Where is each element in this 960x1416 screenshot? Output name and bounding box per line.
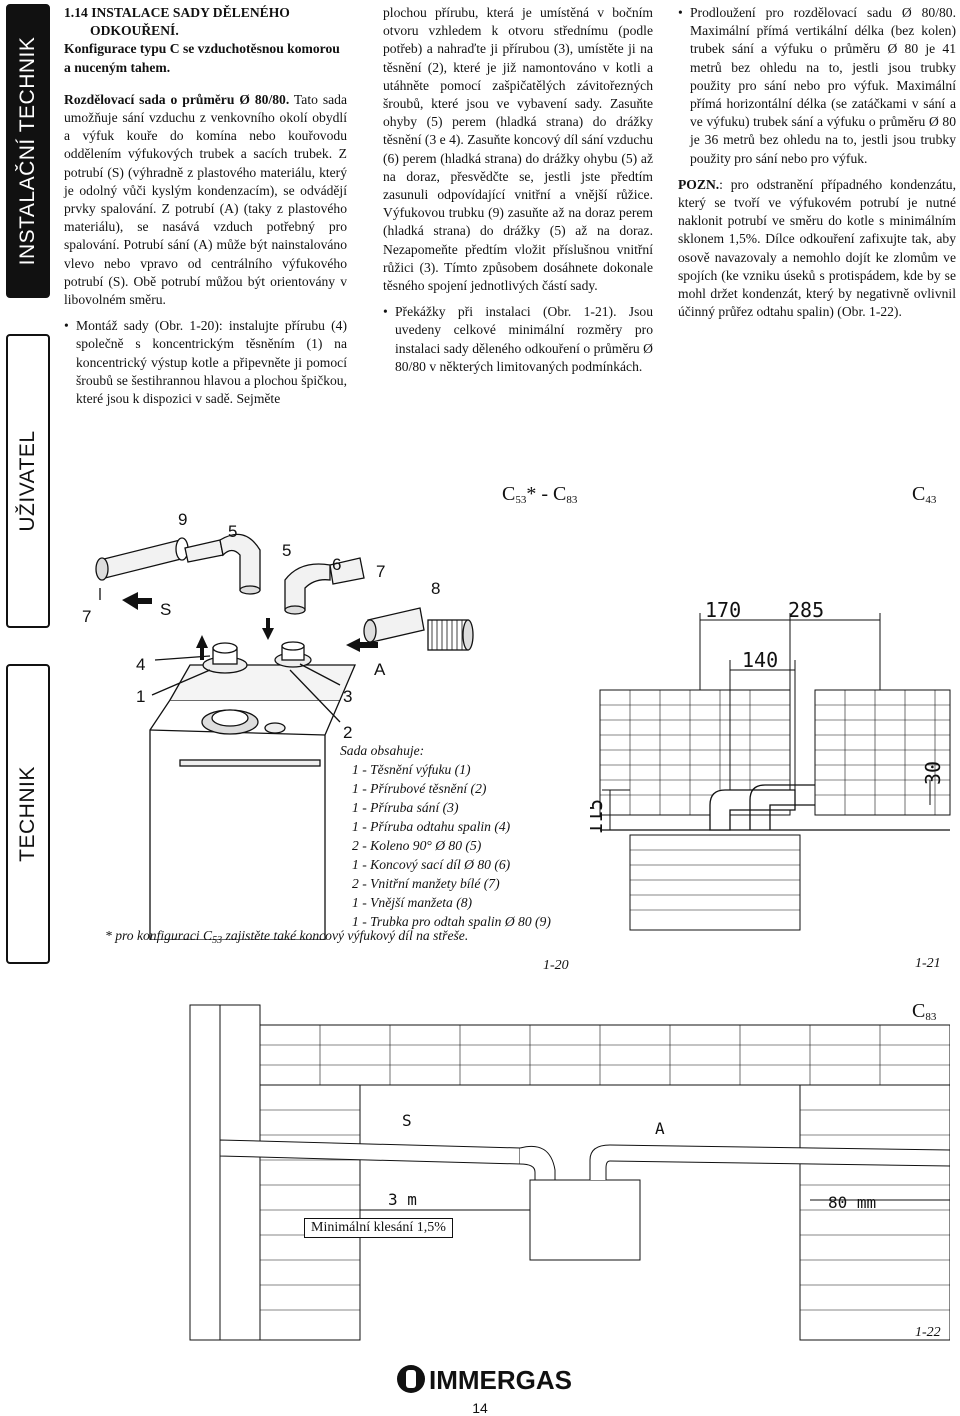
letter-s: S [160, 600, 171, 619]
kit-item: 1 - Přírubové těsnění (2) [352, 781, 487, 796]
part-number: 7 [82, 607, 91, 626]
logo-mark-icon: IMMERGAS [397, 1365, 572, 1395]
config-letter: C [502, 483, 516, 505]
part-number: 2 [343, 723, 352, 742]
kit-item: 1 - Těsnění výfuku (1) [352, 762, 471, 777]
part-number: 5 [228, 522, 237, 541]
logo-text: IMMERGAS [429, 1365, 572, 1395]
fig20-footnote: * pro konfiguraci C53 zajistěte také kon… [105, 928, 468, 946]
kit-item: 1 - Vnější manžeta (8) [352, 895, 473, 910]
part-number: 4 [136, 655, 145, 674]
config-sub: 53 [515, 494, 527, 506]
heading-line-2: ODKOUŘENÍ. [90, 23, 179, 39]
fig20-config-label: C53* - C83 [502, 483, 577, 506]
kit-item: 1 - Příruba odtahu spalin (4) [352, 819, 511, 834]
dimension-115: 115 [590, 799, 607, 835]
kit-contents-list: Sada obsahuje: 1 - Těsnění výfuku (1) 1 … [340, 741, 551, 931]
sidebar-tab-user[interactable]: UŽIVATEL [6, 334, 50, 628]
immergas-logo: IMMERGAS [395, 1362, 595, 1401]
part-number: 5 [282, 541, 291, 560]
bullet-item: Překážky při instalaci (Obr. 1-21). Jsou… [383, 303, 653, 376]
heading-line-1: 1.14 INSTALACE SADY DĚLENÉHO [64, 5, 290, 20]
figure-1-21-clearances: 170 285 140 115 30 [590, 598, 951, 931]
dimension-3m: 3 m [388, 1190, 417, 1209]
paragraph-bold-lead: Rozdělovací sada o průměru Ø 80/80. [64, 91, 290, 107]
paragraph-text: Tato sada umožňuje sání vzduchu z venkov… [64, 91, 347, 308]
figure-1-20-exploded-kit: 9 5 5 6 7 8 7 4 1 3 2 S A [82, 510, 474, 940]
kit-item: 2 - Vnitřní manžety bílé (7) [352, 876, 500, 891]
part-number: 7 [376, 562, 385, 581]
paragraph: Rozdělovací sada o průměru Ø 80/80. Tato… [64, 91, 347, 309]
sidebar-tab-label: INSTALAČNÍ TECHNIK [16, 36, 39, 266]
section-heading: 1.14 INSTALACE SADY DĚLENÉHO ODKOUŘENÍ. [64, 4, 347, 40]
part-number: 6 [332, 555, 341, 574]
section-subheading: Konfigurace typu C se vzduchotěsnou komo… [64, 41, 340, 75]
bullet-item: Prodloužení pro rozdělovací sadu Ø 80/80… [678, 4, 956, 168]
sidebar-tab-label: UŽIVATEL [16, 430, 39, 532]
dimension-140: 140 [742, 648, 778, 672]
dimension-30: 30 [921, 761, 945, 785]
slope-label: Minimální klesání 1,5% [311, 1220, 446, 1235]
bullet-item: Montáž sady (Obr. 1-20): instalujte přír… [64, 317, 347, 408]
figure-1-22-slope: S A 3 m 80 mm [189, 1004, 950, 1341]
footnote-text: zajistěte také koncový výfukový díl na s… [222, 928, 469, 943]
config-sub: 43 [925, 494, 937, 506]
kit-title: Sada obsahuje: [340, 743, 425, 758]
part-number: 8 [431, 579, 440, 598]
config-letter: C [912, 483, 926, 505]
text-column-3: Prodloužení pro rozdělovací sadu Ø 80/80… [678, 4, 956, 329]
letter-s: S [402, 1111, 412, 1130]
fig22-config-label: C83 [912, 1000, 936, 1023]
fig21-config-label: C43 [912, 483, 936, 506]
paragraph: plochou přírubu, která je umístěná v boč… [383, 5, 653, 294]
config-sub: 83 [925, 1011, 937, 1023]
dimension-80mm: 80 mm [828, 1193, 876, 1212]
text-column-2: plochou přírubu, která je umístěná v boč… [383, 4, 653, 384]
dimension-285: 285 [788, 598, 824, 622]
dimension-170: 170 [705, 598, 741, 622]
slope-label-box: Minimální klesání 1,5% [304, 1218, 453, 1238]
text-column-1: 1.14 INSTALACE SADY DĚLENÉHO ODKOUŘENÍ. … [64, 4, 347, 416]
figure-number: 1-20 [543, 958, 569, 973]
figure-number: 1-22 [915, 1325, 941, 1340]
kit-item: 2 - Koleno 90° Ø 80 (5) [352, 838, 482, 853]
sidebar-tab-technician[interactable]: TECHNIK [6, 664, 50, 964]
sidebar-tab-installer[interactable]: INSTALAČNÍ TECHNIK [6, 4, 50, 298]
kit-item: 1 - Příruba sání (3) [352, 800, 459, 815]
note-paragraph: POZN.: pro odstranění případného kondenz… [678, 176, 956, 322]
part-number: 3 [343, 687, 352, 706]
config-mid: * - C [526, 483, 567, 505]
page-number: 14 [472, 1400, 488, 1416]
footnote-sub: 53 [212, 935, 223, 946]
part-number: 1 [136, 687, 145, 706]
figure-number: 1-21 [915, 956, 941, 971]
note-label: POZN. [678, 176, 720, 192]
letter-a: A [374, 660, 386, 679]
kit-item: 1 - Koncový sací díl Ø 80 (6) [352, 857, 511, 872]
kit-item: 1 - Trubka pro odtah spalin Ø 80 (9) [352, 914, 551, 929]
letter-a: A [655, 1119, 665, 1138]
sidebar-tab-label: TECHNIK [16, 766, 39, 862]
note-text: : pro odstranění případného kondenzátu, … [678, 176, 956, 320]
config-letter: C [912, 1000, 926, 1022]
part-number: 9 [178, 510, 187, 529]
footnote-prefix: * pro konfiguraci C [105, 928, 213, 943]
config-sub: 83 [566, 494, 578, 506]
